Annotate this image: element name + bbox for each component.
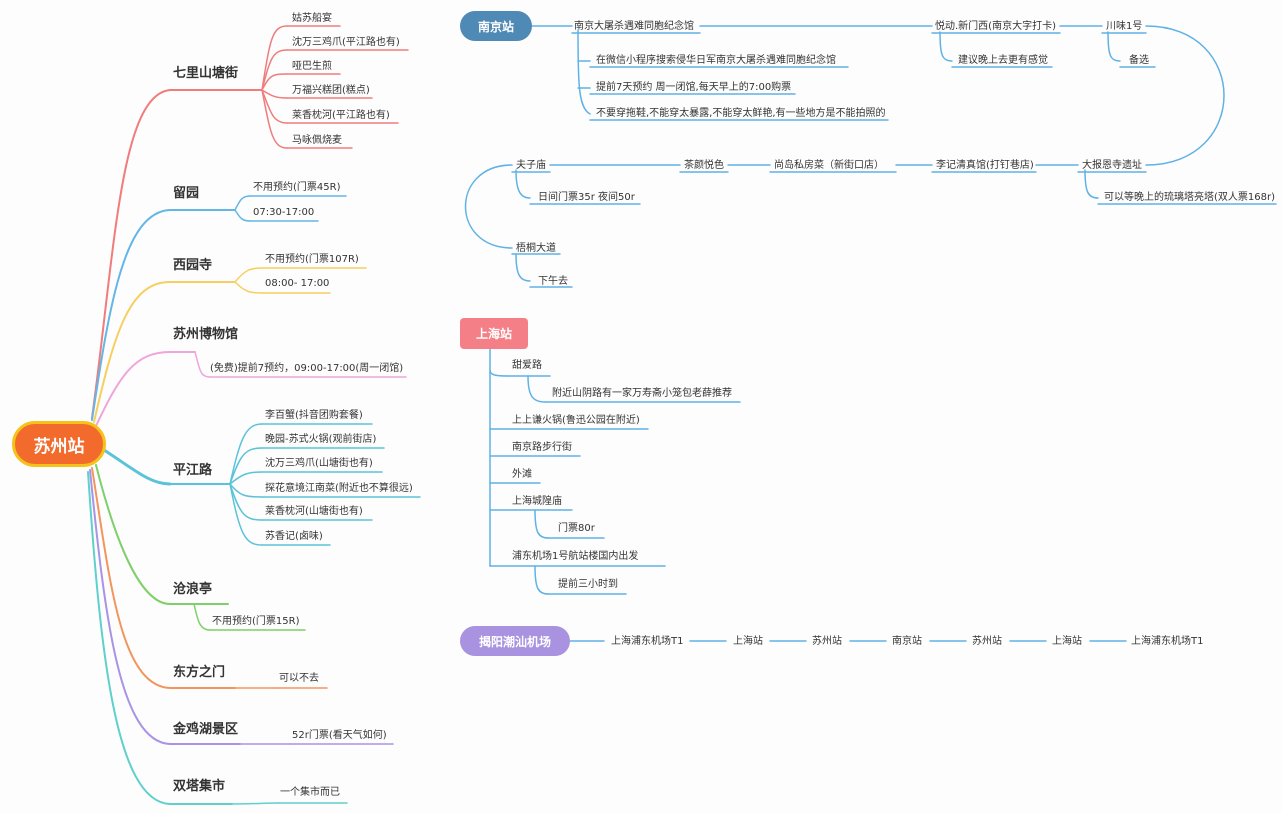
list-item[interactable]: 不用预约(门票15R) bbox=[212, 616, 300, 627]
branch-qilishantang[interactable]: 七里山塘街 bbox=[173, 66, 239, 81]
nanjing-wutong[interactable]: 梧桐大道 bbox=[516, 243, 556, 254]
branch-jinji[interactable]: 金鸡湖景区 bbox=[173, 722, 239, 737]
list-item[interactable]: 提前三小时到 bbox=[558, 579, 618, 590]
branch-shuangta[interactable]: 双塔集市 bbox=[173, 779, 226, 794]
list-item[interactable]: 备选 bbox=[1129, 55, 1149, 66]
list-item[interactable]: 沈万三鸡爪(山塘街也有) bbox=[265, 458, 373, 469]
list-item[interactable]: 李百蟹(抖音团购套餐) bbox=[265, 410, 363, 421]
route-stop[interactable]: 上海站 bbox=[733, 636, 763, 647]
list-item[interactable]: 苏香记(卤味) bbox=[265, 531, 323, 542]
list-item[interactable]: 上上谦火锅(鲁迅公园在附近) bbox=[512, 415, 640, 426]
list-item[interactable]: 上海城隍庙 bbox=[512, 496, 562, 507]
list-item[interactable]: 马咏佩烧麦 bbox=[292, 135, 342, 146]
branch-dongfang[interactable]: 东方之门 bbox=[173, 665, 226, 680]
nanjing-memorial[interactable]: 南京大屠杀遇难同胞纪念馆 bbox=[574, 21, 694, 32]
list-item[interactable]: 一个集市而已 bbox=[280, 787, 340, 798]
list-item[interactable]: 可以不去 bbox=[279, 673, 319, 684]
route-stop[interactable]: 苏州站 bbox=[812, 636, 842, 647]
list-item[interactable]: 不用预约(门票107R) bbox=[265, 254, 359, 265]
branch-canglang[interactable]: 沧浪亭 bbox=[173, 582, 213, 597]
list-item[interactable]: 在微信小程序搜索侵华日军南京大屠杀遇难同胞纪念馆 bbox=[596, 55, 836, 66]
list-item[interactable]: 52r门票(看天气如何) bbox=[292, 730, 387, 741]
nanjing-yuedong[interactable]: 悦动.新门西(南京大字打卡) bbox=[935, 21, 1056, 32]
list-item[interactable]: 提前7天预约 周一闭馆,每天早上的7:00购票 bbox=[596, 82, 792, 93]
nanjing-shangdao[interactable]: 尚岛私房菜（新街口店） bbox=[774, 160, 884, 171]
list-item[interactable]: 外滩 bbox=[512, 469, 532, 480]
route-stop[interactable]: 上海浦东机场T1 bbox=[611, 636, 684, 647]
list-item[interactable]: (免费)提前7预约，09:00-17:00(周一闭馆) bbox=[210, 363, 404, 374]
nanjing-chayan[interactable]: 茶颜悦色 bbox=[684, 160, 724, 171]
list-item[interactable]: 哑巴生煎 bbox=[292, 61, 332, 72]
route-stop[interactable]: 上海浦东机场T1 bbox=[1131, 636, 1204, 647]
list-item[interactable]: 门票80r bbox=[558, 523, 595, 534]
list-item[interactable]: 附近山阴路有一家万寿斋小笼包老薛推荐 bbox=[552, 388, 732, 399]
route-stop[interactable]: 南京站 bbox=[892, 636, 922, 647]
list-item[interactable]: 探花意境江南菜(附近也不算很远) bbox=[265, 483, 413, 494]
list-item[interactable]: 不要穿拖鞋,不能穿太暴露,不能穿太鲜艳,有一些地方是不能拍照的 bbox=[596, 108, 886, 119]
list-item[interactable]: 沈万三鸡爪(平江路也有) bbox=[292, 37, 400, 48]
list-item[interactable]: 下午去 bbox=[538, 276, 568, 287]
list-item[interactable]: 莱香枕河(山塘街也有) bbox=[265, 506, 363, 517]
branch-pingjiang[interactable]: 平江路 bbox=[173, 463, 213, 478]
branch-liuyuan[interactable]: 留园 bbox=[173, 186, 200, 201]
route-origin-node[interactable]: 揭阳潮汕机场 bbox=[460, 626, 570, 656]
list-item[interactable]: 不用预约(门票45R) bbox=[253, 182, 341, 193]
route-stop[interactable]: 上海站 bbox=[1052, 636, 1082, 647]
route-stop[interactable]: 苏州站 bbox=[972, 636, 1002, 647]
list-item[interactable]: 可以等晚上的琉璃塔亮塔(双人票168r) bbox=[1104, 192, 1276, 203]
nanjing-chuanwei[interactable]: 川味1号 bbox=[1106, 21, 1143, 32]
list-item[interactable]: 07:30-17:00 bbox=[253, 207, 315, 218]
list-item[interactable]: 晚园-苏式火锅(观前街店) bbox=[265, 434, 377, 445]
list-item[interactable]: 08:00- 17:00 bbox=[265, 278, 330, 289]
list-item[interactable]: 姑苏船宴 bbox=[292, 13, 332, 24]
branch-xiyuansi[interactable]: 西园寺 bbox=[173, 258, 213, 273]
shanghai-station-node[interactable]: 上海站 bbox=[460, 318, 528, 349]
nanjing-dabaoen[interactable]: 大报恩寺遗址 bbox=[1082, 160, 1142, 171]
root-node-suzhou[interactable]: 苏州站 bbox=[12, 421, 106, 467]
list-item[interactable]: 浦东机场1号航站楼国内出发 bbox=[512, 551, 639, 562]
list-item[interactable]: 南京路步行街 bbox=[512, 442, 572, 453]
list-item[interactable]: 万福兴糕团(糕点) bbox=[292, 85, 370, 96]
nanjing-station-node[interactable]: 南京站 bbox=[460, 11, 532, 41]
nanjing-fuzimiao[interactable]: 夫子庙 bbox=[516, 160, 546, 171]
list-item[interactable]: 日间门票35r 夜间50r bbox=[538, 192, 635, 203]
nanjing-lijiqing[interactable]: 李记清真馆(打钉巷店) bbox=[936, 160, 1034, 171]
branch-suzhou-museum[interactable]: 苏州博物馆 bbox=[173, 327, 239, 342]
list-item[interactable]: 甜爱路 bbox=[512, 360, 542, 371]
list-item[interactable]: 莱香枕河(平江路也有) bbox=[292, 110, 390, 121]
list-item[interactable]: 建议晚上去更有感觉 bbox=[958, 55, 1048, 66]
